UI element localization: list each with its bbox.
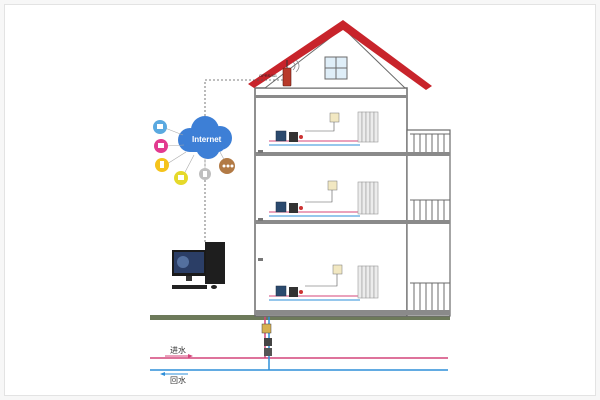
underground-meter-1 (264, 338, 272, 346)
floor-bottom-thermostat (332, 264, 343, 275)
floor-middle-sensor (299, 206, 303, 210)
desktop-computer (172, 242, 225, 289)
floor-top-sensor (299, 135, 303, 139)
internet-cloud (178, 116, 232, 159)
return-arrow-head (160, 372, 165, 376)
floor-bottom-heat-meter (289, 287, 298, 297)
gateway-to-cloud-link (204, 79, 283, 130)
floor-top-thermostat (329, 112, 340, 123)
monitor-stand (186, 276, 192, 281)
riser-brackets (258, 150, 263, 261)
floor-top-control-valve (275, 130, 287, 142)
floor-middle-thermostat (327, 180, 338, 191)
gateway-device (282, 59, 300, 87)
floor-top (269, 111, 379, 146)
floor-middle-thermostat-link (305, 190, 333, 203)
internet-label: Internet (192, 135, 222, 144)
floor-middle-control-valve (275, 201, 287, 213)
supply-label: 进水 (170, 345, 186, 355)
floor-slab-2 (255, 220, 450, 224)
underground-meter-2 (264, 348, 272, 356)
gateway-label: GPRS/4G (259, 73, 277, 78)
device-bubbles (153, 120, 235, 185)
attic-floor (255, 95, 407, 98)
floor-slab-3 (255, 310, 450, 315)
floor-top-radiator (357, 111, 379, 143)
mouse (211, 285, 217, 289)
computer-tower (205, 242, 225, 284)
keyboard (172, 285, 207, 289)
floor-middle-radiator (357, 181, 379, 215)
floor-bottom-radiator (357, 265, 379, 299)
ground-strip (150, 315, 450, 320)
underground-valve (261, 323, 272, 334)
floor-bottom-sensor (299, 290, 303, 294)
floor-bottom-thermostat-link (305, 274, 338, 287)
floor-top-thermostat-link (305, 122, 335, 132)
floor-bottom-control-valve (275, 285, 287, 297)
floor-middle (269, 180, 379, 217)
floor-top-heat-meter (289, 132, 298, 142)
floor-bottom (269, 264, 379, 301)
balcony-railing-2 (410, 199, 450, 220)
floor-slab-1 (255, 152, 450, 156)
balcony-railing-1 (410, 133, 450, 152)
supply-arrow-head (188, 354, 193, 358)
balcony-railing-3 (410, 282, 450, 310)
floor-middle-heat-meter (289, 203, 298, 213)
return-label: 回水 (170, 375, 186, 385)
